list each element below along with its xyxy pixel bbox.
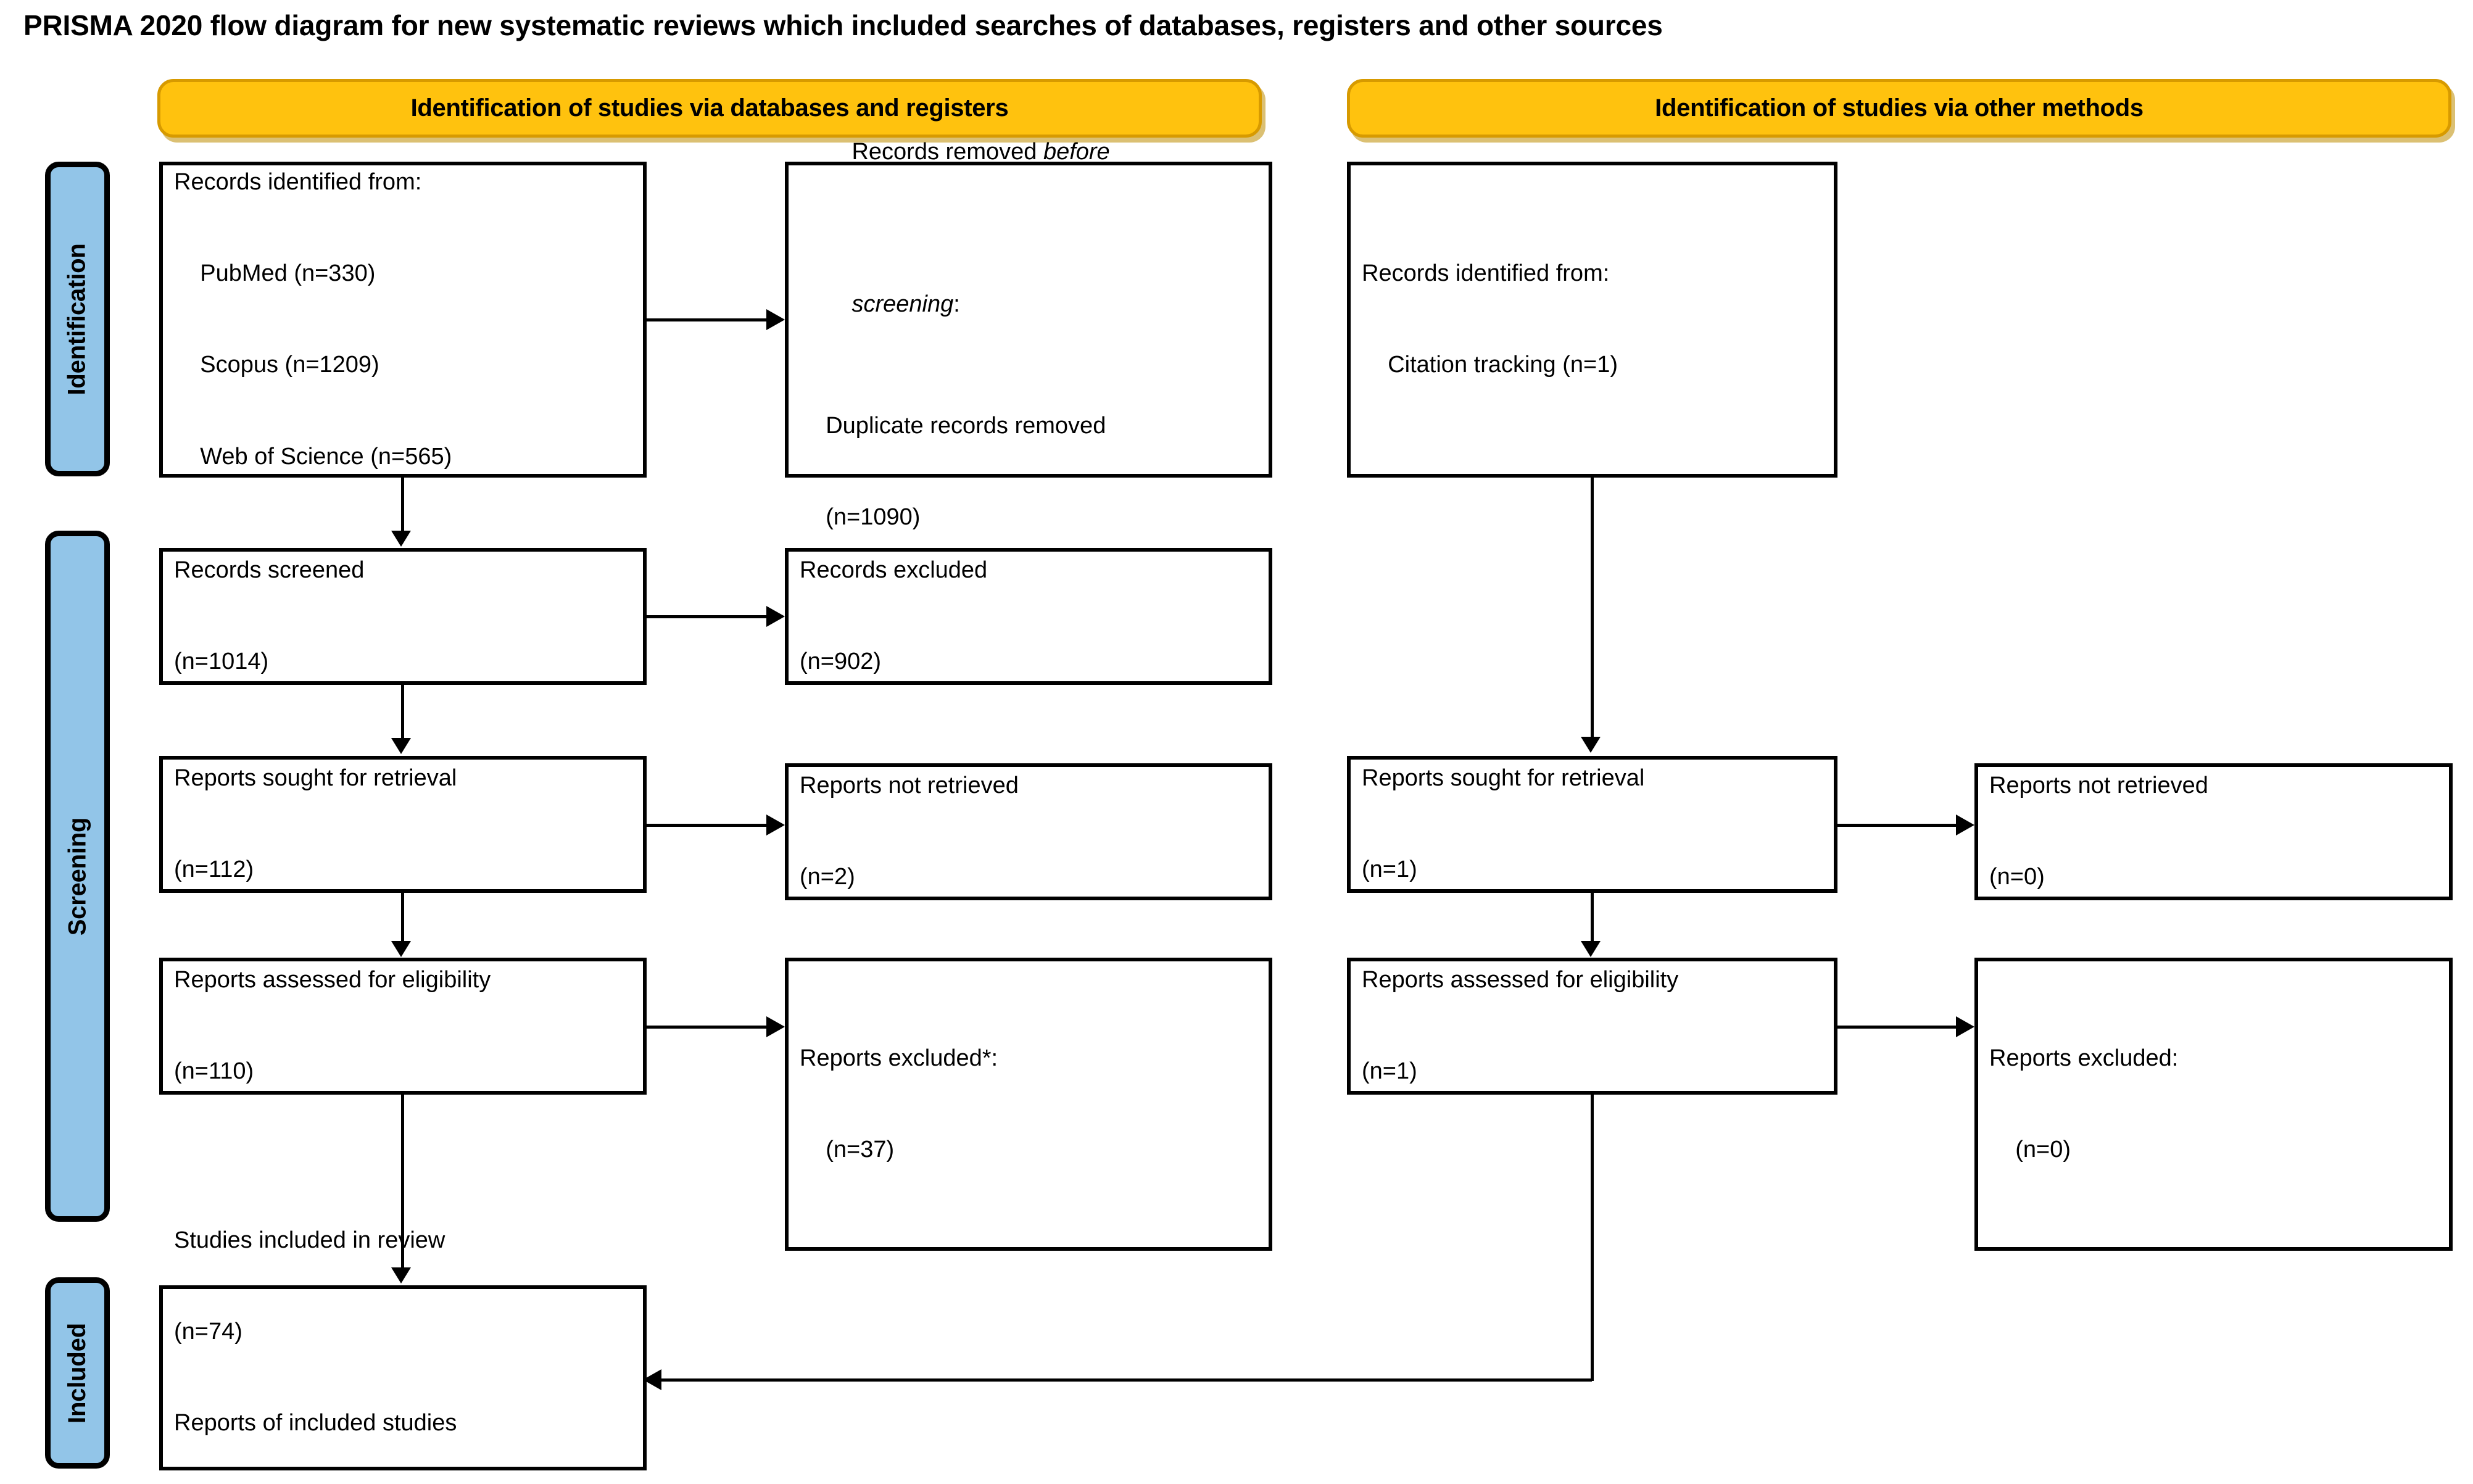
box-reports-assessed-left: Reports assessed for eligibility (n=110) bbox=[159, 958, 647, 1095]
edge-right-to-included-horizontal bbox=[661, 1378, 1592, 1382]
records-excluded-line2: (n=902) bbox=[800, 649, 882, 675]
edge-assessed-to-excluded-right bbox=[1837, 1026, 1956, 1029]
edge-sought-to-notretrieved-left bbox=[647, 824, 766, 827]
records-removed-line1-italic: before bbox=[1043, 138, 1110, 165]
arrow-screened-to-sought bbox=[391, 738, 411, 754]
records-removed-line1-plain: Records removed bbox=[851, 138, 1043, 165]
banner-databases-registers: Identification of studies via databases … bbox=[157, 79, 1262, 138]
box-reports-not-retrieved-right: Reports not retrieved (n=0) bbox=[1974, 763, 2453, 900]
reports-excluded-left-line1: Reports excluded*: bbox=[800, 1045, 998, 1071]
arrow-other-to-sought-right bbox=[1581, 737, 1601, 753]
arrow-identified-to-removed bbox=[766, 309, 785, 330]
records-removed-line3: Duplicate records removed bbox=[800, 413, 1106, 439]
reports-not-retrieved-right-line1: Reports not retrieved bbox=[1989, 773, 2208, 799]
stage-tab-screening-label: Screening bbox=[64, 817, 91, 935]
box-reports-assessed-right: Reports assessed for eligibility (n=1) bbox=[1347, 958, 1837, 1095]
box-reports-sought-left: Reports sought for retrieval (n=112) bbox=[159, 756, 647, 893]
records-identified-other-line1: Records identified from: bbox=[1362, 260, 1610, 287]
box-reports-not-retrieved-left: Reports not retrieved (n=2) bbox=[785, 763, 1272, 900]
reports-assessed-right-line2: (n=1) bbox=[1362, 1058, 1417, 1085]
records-removed-line4: (n=1090) bbox=[800, 504, 921, 531]
reports-excluded-right-line2: (n=0) bbox=[1989, 1136, 2071, 1163]
records-screened-line2: (n=1014) bbox=[174, 649, 269, 675]
stage-tab-included-label: Included bbox=[64, 1322, 91, 1424]
arrow-identified-to-screened bbox=[391, 531, 411, 547]
edge-assessed-to-excluded-left bbox=[647, 1026, 766, 1029]
box-records-removed: Records removed before screening: Duplic… bbox=[785, 139, 1272, 530]
arrow-sought-to-assessed-left bbox=[391, 941, 411, 957]
edge-other-to-sought-right bbox=[1591, 478, 1594, 738]
stage-tab-identification-label: Identification bbox=[64, 242, 91, 396]
studies-included-line3: Reports of included studies bbox=[174, 1410, 457, 1436]
box-records-identified-other: Records identified from: Citation tracki… bbox=[1347, 162, 1837, 478]
records-identified-line3: Scopus (n=1209) bbox=[174, 352, 379, 378]
banner-databases-registers-label: Identification of studies via databases … bbox=[410, 94, 1009, 122]
edge-identified-to-screened bbox=[401, 478, 404, 532]
records-identified-line4: Web of Science (n=565) bbox=[174, 443, 452, 470]
reports-excluded-right-line1: Reports excluded: bbox=[1989, 1045, 2179, 1071]
banner-other-methods-label: Identification of studies via other meth… bbox=[1655, 94, 2144, 122]
studies-included-line2: (n=74) bbox=[174, 1319, 242, 1345]
edge-screened-to-sought bbox=[401, 685, 404, 739]
records-removed-line2-italic: screening bbox=[851, 291, 954, 317]
arrow-screened-to-excluded bbox=[766, 606, 785, 627]
edge-assessed-to-included bbox=[401, 1095, 404, 1269]
arrow-assessed-to-included bbox=[391, 1267, 411, 1283]
box-records-screened: Records screened (n=1014) bbox=[159, 548, 647, 685]
reports-sought-right-line1: Reports sought for retrieval bbox=[1362, 765, 1645, 792]
reports-assessed-left-line1: Reports assessed for eligibility bbox=[174, 967, 491, 993]
box-reports-excluded-right: Reports excluded: (n=0) bbox=[1974, 958, 2453, 1251]
reports-excluded-left-line2: (n=37) bbox=[800, 1136, 895, 1163]
arrow-right-to-included bbox=[643, 1369, 661, 1390]
stage-tab-screening: Screening bbox=[45, 531, 110, 1222]
edge-sought-to-assessed-left bbox=[401, 893, 404, 942]
banner-other-methods: Identification of studies via other meth… bbox=[1347, 79, 2451, 138]
box-records-excluded: Records excluded (n=902) bbox=[785, 548, 1272, 685]
box-reports-excluded-left: Reports excluded*: (n=37) bbox=[785, 958, 1272, 1251]
reports-assessed-left-line2: (n=110) bbox=[174, 1058, 254, 1085]
reports-assessed-right-line1: Reports assessed for eligibility bbox=[1362, 967, 1679, 993]
arrow-assessed-to-excluded-right bbox=[1956, 1016, 1974, 1037]
edge-sought-to-assessed-right bbox=[1591, 893, 1594, 942]
stage-tab-identification: Identification bbox=[45, 162, 110, 476]
edge-right-to-included-vertical bbox=[1591, 1095, 1594, 1381]
stage-tab-included: Included bbox=[45, 1277, 110, 1469]
page-title: PRISMA 2020 flow diagram for new systema… bbox=[23, 9, 1663, 41]
studies-included-line1: Studies included in review bbox=[174, 1227, 445, 1254]
edge-identified-to-removed bbox=[647, 318, 766, 321]
arrow-assessed-to-excluded-left bbox=[766, 1016, 785, 1037]
reports-not-retrieved-right-line2: (n=0) bbox=[1989, 864, 2045, 890]
records-identified-line2: PubMed (n=330) bbox=[174, 260, 376, 287]
box-studies-included: Studies included in review (n=74) Report… bbox=[159, 1227, 647, 1470]
records-screened-line1: Records screened bbox=[174, 557, 365, 584]
records-removed-line2-colon: : bbox=[953, 291, 960, 317]
arrow-sought-to-notretrieved-right bbox=[1956, 815, 1974, 835]
edge-sought-to-notretrieved-right bbox=[1837, 824, 1956, 827]
box-reports-sought-right: Reports sought for retrieval (n=1) bbox=[1347, 756, 1837, 893]
reports-sought-right-line2: (n=1) bbox=[1362, 856, 1417, 883]
arrow-sought-to-notretrieved-left bbox=[766, 815, 785, 835]
records-identified-line1: Records identified from: bbox=[174, 169, 422, 196]
records-identified-other-line2: Citation tracking (n=1) bbox=[1362, 352, 1618, 378]
reports-not-retrieved-left-line1: Reports not retrieved bbox=[800, 773, 1019, 799]
box-records-identified: Records identified from: PubMed (n=330) … bbox=[159, 162, 647, 478]
edge-screened-to-excluded bbox=[647, 615, 766, 618]
arrow-sought-to-assessed-right bbox=[1581, 941, 1601, 957]
records-excluded-line1: Records excluded bbox=[800, 557, 988, 584]
reports-sought-left-line1: Reports sought for retrieval bbox=[174, 765, 457, 792]
reports-sought-left-line2: (n=112) bbox=[174, 856, 254, 883]
reports-not-retrieved-left-line2: (n=2) bbox=[800, 864, 855, 890]
